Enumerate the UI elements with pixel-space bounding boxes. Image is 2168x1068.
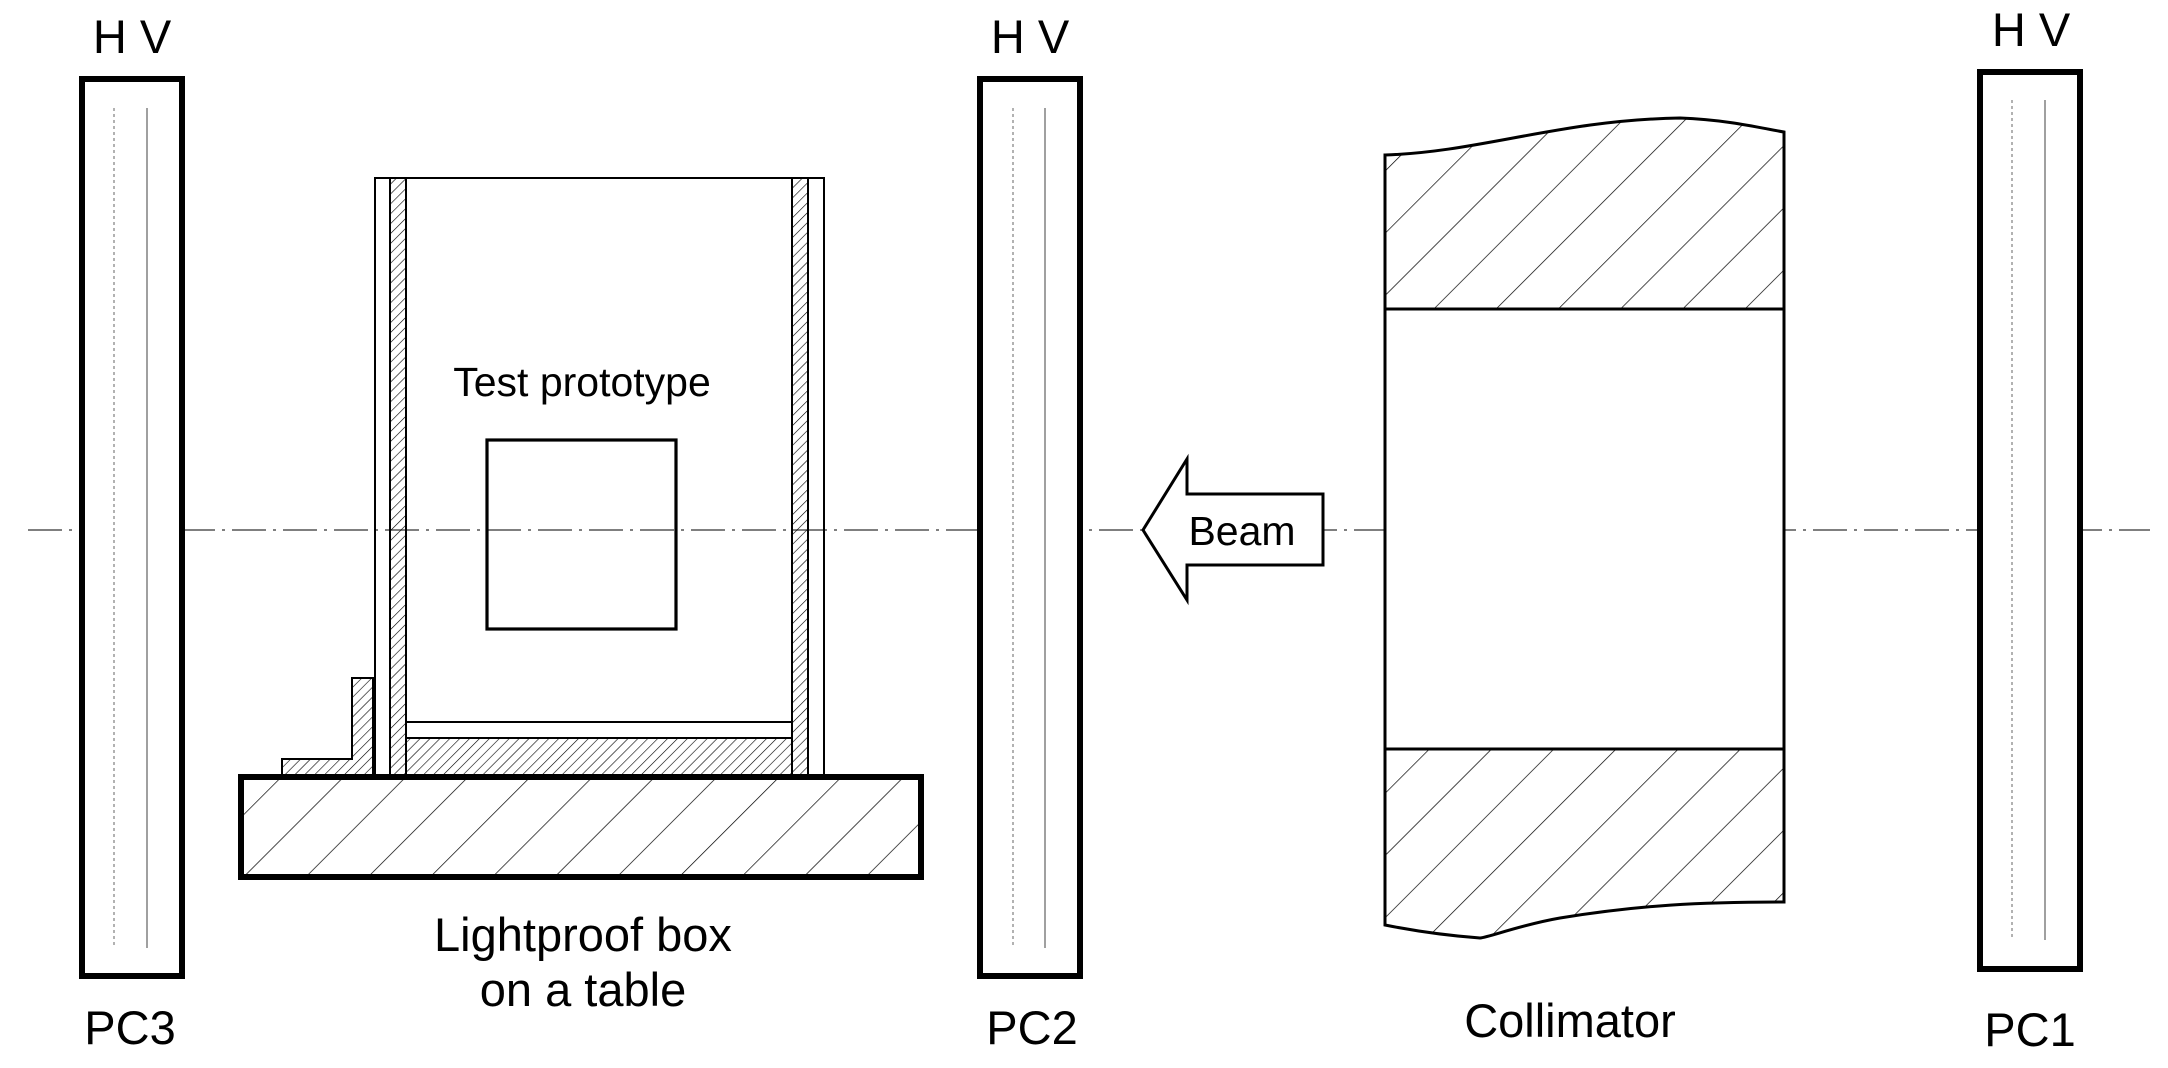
box-label-line1: Lightproof box: [434, 908, 732, 961]
box-outline: [374, 177, 825, 778]
table-top: [238, 774, 924, 880]
test-prototype-label: Test prototype: [453, 359, 711, 405]
pc2-frame: [977, 76, 1083, 979]
collimator-lower-jaw: [1383, 747, 1786, 940]
box-label-line2: on a table: [480, 963, 686, 1016]
collimator-aperture: [1383, 307, 1786, 751]
beam-label: Beam: [1188, 508, 1295, 554]
pc2-hv-label: H V: [991, 10, 1070, 63]
beam-arrow: [1141, 453, 1325, 606]
test-prototype-block: [485, 438, 678, 631]
pc3-chamber: [79, 76, 185, 979]
beam-arrow-shape: [1141, 453, 1325, 606]
pc2-label: PC2: [986, 1001, 1077, 1054]
lightproof-box: [238, 177, 924, 880]
box-right-wall: [791, 177, 809, 778]
box-floor: [405, 737, 793, 778]
box-inner-shelf: [405, 721, 793, 739]
pc1-label: PC1: [1984, 1003, 2075, 1056]
pc2-chamber: [977, 76, 1083, 979]
collimator-upper-jaw: [1383, 116, 1786, 311]
pc3-frame: [79, 76, 185, 979]
box-left-wall: [389, 177, 407, 778]
pc1-frame: [1977, 69, 2083, 972]
pc1-chamber: [1977, 69, 2083, 972]
pc1-hv-label: H V: [1992, 3, 2071, 56]
collimator-label: Collimator: [1464, 994, 1676, 1047]
box-support-bracket: [281, 677, 374, 778]
collimator: [1383, 116, 1786, 940]
pc3-hv-label: H V: [93, 10, 172, 63]
pc3-label: PC3: [84, 1001, 175, 1054]
